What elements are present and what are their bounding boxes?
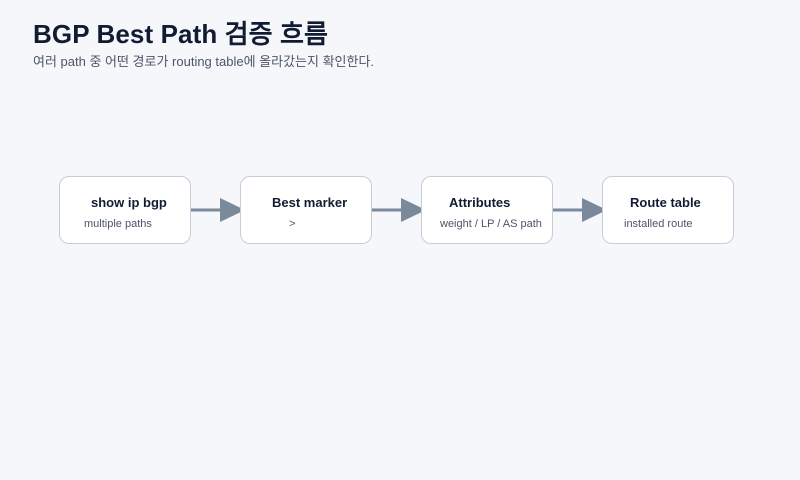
step-show-ip-bgp: show ip bgp multiple paths	[59, 176, 191, 244]
step-detail: >	[289, 218, 296, 230]
step-title: Route table	[630, 195, 701, 210]
step-title: Attributes	[449, 195, 511, 210]
step-title: Best marker	[272, 195, 348, 210]
step-title: show ip bgp	[91, 195, 167, 210]
step-route-table: Route table installed route	[602, 176, 734, 244]
arrow-step2-to-step3	[372, 198, 426, 222]
page-subtitle: 여러 path 중 어떤 경로가 routing table에 올라갔는지 확인…	[33, 54, 375, 69]
step-detail: weight / LP / AS path	[440, 218, 542, 230]
arrow-step3-to-step4	[553, 198, 607, 222]
step-detail: installed route	[624, 218, 693, 230]
arrow-step1-to-step2	[191, 198, 245, 222]
step-detail: multiple paths	[84, 218, 152, 230]
step-best-marker: Best marker >	[240, 176, 372, 244]
page-title: BGP Best Path 검증 흐름	[33, 19, 329, 49]
step-attributes: Attributes weight / LP / AS path	[421, 176, 553, 244]
